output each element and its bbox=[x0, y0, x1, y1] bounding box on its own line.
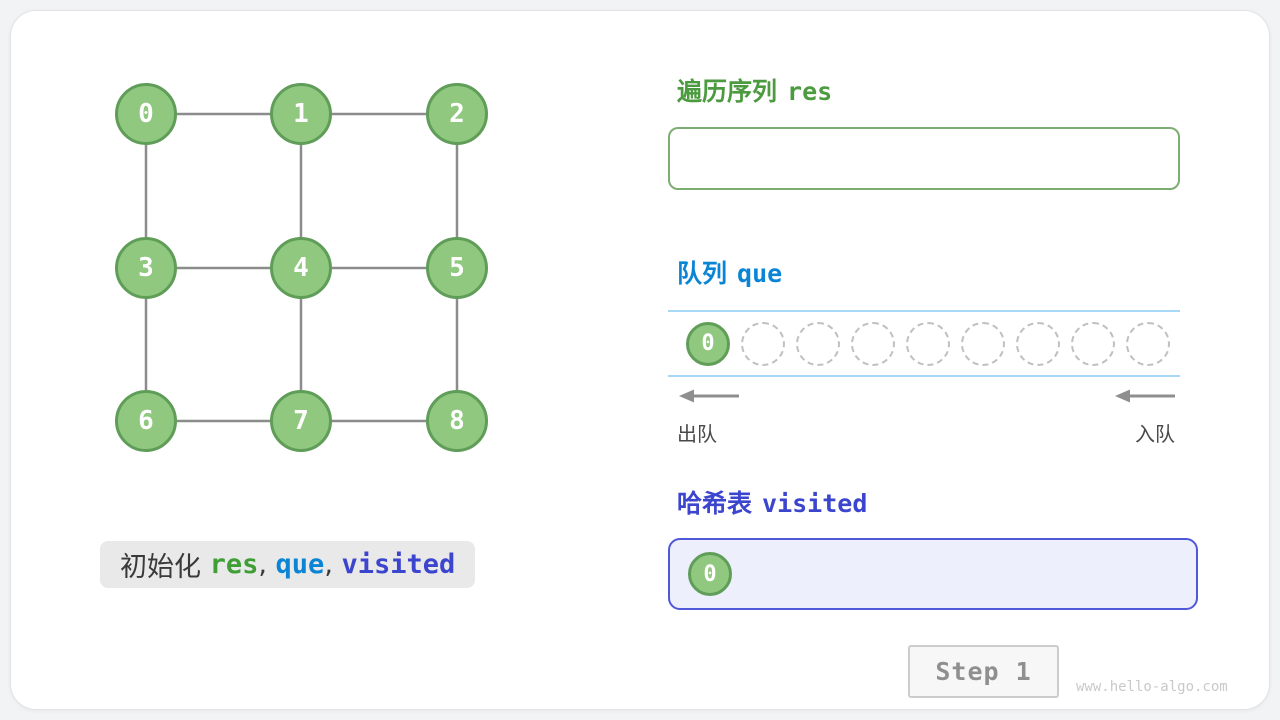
queue-slot-3 bbox=[851, 321, 895, 366]
visited-box: 0 bbox=[668, 538, 1198, 610]
dequeue-label: 出队 bbox=[677, 422, 717, 446]
graph-node-8: 8 bbox=[426, 390, 488, 452]
caption-visited: visited bbox=[341, 549, 456, 580]
step-badge: Step 1 bbox=[908, 645, 1059, 698]
res-title: 遍历序列 res bbox=[677, 72, 832, 108]
queue-title-cn: 队列 bbox=[677, 259, 728, 288]
res-title-cn: 遍历序列 bbox=[677, 77, 778, 106]
graph-node-4: 4 bbox=[270, 237, 332, 299]
res-list bbox=[668, 127, 1180, 190]
graph-node-3: 3 bbox=[115, 237, 177, 299]
caption-sep2: , bbox=[324, 549, 342, 580]
res-title-code: res bbox=[787, 77, 833, 106]
queue-slot-2 bbox=[796, 321, 840, 366]
graph-node-5: 5 bbox=[426, 237, 488, 299]
graph-node-2: 2 bbox=[426, 83, 488, 145]
caption: 初始化 res, que, visited bbox=[100, 541, 476, 588]
queue-title-code: que bbox=[737, 259, 783, 288]
enqueue-arrow-icon bbox=[1115, 389, 1175, 403]
dequeue-arrow-icon bbox=[679, 389, 739, 403]
queue-slot-4 bbox=[906, 321, 950, 366]
queue-slot-8 bbox=[1126, 321, 1170, 366]
queue-title: 队列 que bbox=[677, 254, 782, 290]
graph-node-6: 6 bbox=[115, 390, 177, 452]
caption-que: que bbox=[275, 549, 325, 580]
queue-slot-5 bbox=[961, 321, 1005, 366]
caption-prefix: 初始化 bbox=[120, 552, 210, 583]
visited-title: 哈希表 visited bbox=[677, 484, 867, 520]
caption-res: res bbox=[209, 549, 259, 580]
queue-track: 0 bbox=[668, 310, 1180, 377]
visited-title-cn: 哈希表 bbox=[677, 489, 753, 518]
queue-slot-7 bbox=[1071, 321, 1115, 366]
queue-slot-1 bbox=[741, 321, 785, 366]
enqueue-label: 入队 bbox=[1135, 422, 1175, 446]
caption-sep1: , bbox=[258, 549, 276, 580]
queue-slot-0: 0 bbox=[686, 321, 730, 366]
graph-node-1: 1 bbox=[270, 83, 332, 145]
queue-slot-6 bbox=[1016, 321, 1060, 366]
graph-node-0: 0 bbox=[115, 83, 177, 145]
visited-item-0: 0 bbox=[688, 552, 732, 596]
graph-node-7: 7 bbox=[270, 390, 332, 452]
watermark: www.hello-algo.com bbox=[1076, 679, 1228, 695]
visited-title-code: visited bbox=[762, 489, 868, 518]
